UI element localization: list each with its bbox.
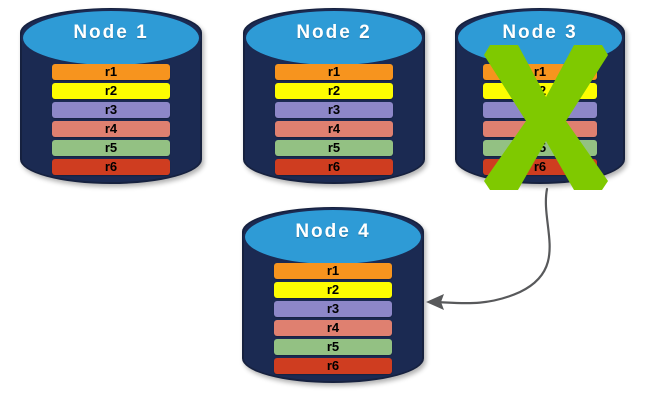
node-1-row-r6[interactable]: r6: [52, 159, 170, 175]
node-4-row-r2[interactable]: r2: [274, 282, 392, 298]
node-2-row-r4[interactable]: r4: [275, 121, 393, 137]
node-3[interactable]: Node 3 r1 r2 r3 r4 r5 r6: [455, 8, 625, 184]
node-4-row-r5[interactable]: r5: [274, 339, 392, 355]
node-2-title: Node 2: [296, 22, 372, 43]
node-3-row-r6[interactable]: r6: [483, 159, 597, 175]
node-3-title: Node 3: [502, 22, 578, 43]
node-1-title: Node 1: [73, 22, 149, 43]
node-4-row-r3[interactable]: r3: [274, 301, 392, 317]
node-2-row-r1[interactable]: r1: [275, 64, 393, 80]
node-4[interactable]: Node 4 r1 r2 r3 r4 r5 r6: [242, 207, 424, 383]
node-3-row-r4[interactable]: r4: [483, 121, 597, 137]
node-4-title: Node 4: [295, 221, 371, 242]
node-2-rows: r1 r2 r3 r4 r5 r6: [243, 8, 425, 184]
node-1[interactable]: Node 1 r1 r2 r3 r4 r5 r6: [20, 8, 202, 184]
node-4-rows: r1 r2 r3 r4 r5 r6: [242, 207, 424, 383]
node-2-row-r3[interactable]: r3: [275, 102, 393, 118]
node-1-row-r5[interactable]: r5: [52, 140, 170, 156]
node-3-rows: r1 r2 r3 r4 r5 r6: [455, 8, 625, 184]
node-2-row-r2[interactable]: r2: [275, 83, 393, 99]
node-3-row-r2[interactable]: r2: [483, 83, 597, 99]
node-3-row-r5[interactable]: r5: [483, 140, 597, 156]
node-1-rows: r1 r2 r3 r4 r5 r6: [20, 8, 202, 184]
node-2-cylinder-top: [244, 9, 424, 67]
node-4-row-r6[interactable]: r6: [274, 358, 392, 374]
node-4-row-r4[interactable]: r4: [274, 320, 392, 336]
node-3-row-r1[interactable]: r1: [483, 64, 597, 80]
node-3-row-r3[interactable]: r3: [483, 102, 597, 118]
node-1-row-r4[interactable]: r4: [52, 121, 170, 137]
node-2-row-r6[interactable]: r6: [275, 159, 393, 175]
node-2[interactable]: Node 2 r1 r2 r3 r4 r5 r6: [243, 8, 425, 184]
node-1-row-r1[interactable]: r1: [52, 64, 170, 80]
node-1-row-r3[interactable]: r3: [52, 102, 170, 118]
node-4-row-r1[interactable]: r1: [274, 263, 392, 279]
node-2-row-r5[interactable]: r5: [275, 140, 393, 156]
node-1-cylinder-top: [21, 9, 201, 67]
node-1-row-r2[interactable]: r2: [52, 83, 170, 99]
